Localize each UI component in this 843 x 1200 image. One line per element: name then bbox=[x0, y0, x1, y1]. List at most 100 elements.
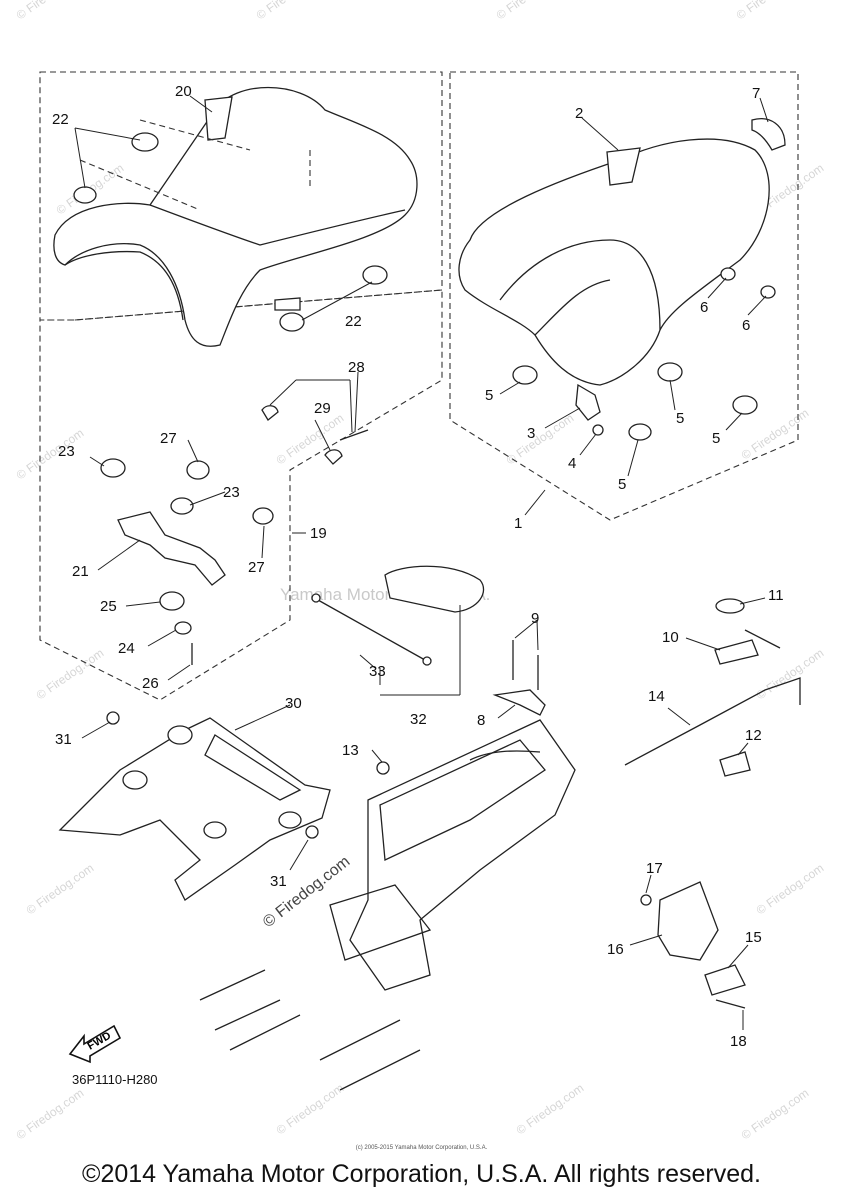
bolt bbox=[715, 999, 746, 1009]
seat-damper bbox=[657, 362, 683, 382]
seat-damper bbox=[628, 423, 652, 441]
seat-damper bbox=[732, 395, 758, 415]
lock-cable-end bbox=[744, 629, 781, 649]
seat-bracket bbox=[117, 511, 226, 586]
callout-6: 6 bbox=[742, 317, 750, 334]
watermark-tile: © Firedog.com bbox=[494, 0, 567, 22]
screw bbox=[305, 825, 319, 839]
watermark-tile: © Firedog.com bbox=[34, 646, 107, 703]
damper bbox=[159, 591, 185, 611]
seat-damper bbox=[73, 186, 97, 204]
watermark-tile: © Firedog.com bbox=[24, 861, 97, 918]
seat-lock-bracket bbox=[492, 689, 546, 716]
nut bbox=[720, 267, 736, 281]
seat-bracket-assembly bbox=[100, 297, 369, 665]
passenger-small-parts bbox=[512, 267, 776, 441]
collar bbox=[174, 621, 192, 635]
callout-11: 11 bbox=[768, 587, 784, 604]
passenger-seat-boundary bbox=[449, 71, 799, 521]
callout-16: 16 bbox=[607, 941, 624, 958]
seat-damper bbox=[362, 265, 388, 285]
callout-6: 6 bbox=[700, 299, 708, 316]
screw bbox=[106, 711, 120, 725]
grab-strap bbox=[751, 118, 786, 151]
callout-labels: 20 22 22 2 7 6 6 5 5 5 5 3 4 1 28 29 27 … bbox=[52, 83, 784, 1050]
cap bbox=[715, 598, 745, 614]
callout-10: 10 bbox=[662, 629, 679, 646]
seat-damper-group bbox=[73, 132, 388, 332]
callout-23: 23 bbox=[223, 484, 240, 501]
seat-cover-panel bbox=[58, 711, 331, 901]
watermark-tile: © Firedog.com bbox=[274, 1081, 347, 1138]
seat-lock bbox=[714, 639, 759, 665]
seat-lock-parts bbox=[311, 565, 801, 777]
callout-20: 20 bbox=[175, 83, 192, 100]
callout-3: 3 bbox=[527, 425, 535, 442]
collar-bolt bbox=[324, 449, 343, 465]
watermark-tile: © Firedog.com bbox=[14, 0, 87, 22]
callout-5: 5 bbox=[485, 387, 493, 404]
seat-label-tag bbox=[606, 147, 641, 186]
callout-14: 14 bbox=[648, 688, 665, 705]
collar bbox=[170, 497, 194, 515]
seat-lock-wire bbox=[317, 599, 426, 661]
callout-27: 27 bbox=[248, 559, 265, 576]
callout-1: 1 bbox=[514, 515, 522, 532]
seat-damper bbox=[131, 132, 159, 152]
small-copyright: (c) 2005-2015 Yamaha Motor Corporation, … bbox=[355, 1145, 488, 1151]
watermark-firedog: © Firedog.com bbox=[260, 853, 353, 931]
callout-31: 31 bbox=[270, 873, 287, 890]
grommet bbox=[186, 460, 210, 480]
passenger-seat bbox=[458, 118, 786, 386]
watermark-tile: © Firedog.com bbox=[754, 861, 827, 918]
callout-12: 12 bbox=[745, 727, 762, 744]
hook bbox=[704, 964, 746, 996]
callout-5: 5 bbox=[618, 476, 626, 493]
watermark-tile: © Firedog.com bbox=[14, 426, 87, 483]
callout-27: 27 bbox=[160, 430, 177, 447]
callout-33: 33 bbox=[369, 663, 386, 680]
callout-22: 22 bbox=[52, 111, 69, 128]
callout-9: 9 bbox=[531, 610, 539, 627]
callout-2: 2 bbox=[575, 105, 583, 122]
callout-26: 26 bbox=[142, 675, 159, 692]
watermark-tile: © Firedog.com bbox=[504, 411, 577, 468]
grommet bbox=[252, 507, 274, 525]
cable-holder bbox=[719, 751, 751, 777]
diagram-code: 36P1110-H280 bbox=[72, 1072, 158, 1087]
collar-bolt bbox=[261, 405, 279, 421]
seat-lock-guide bbox=[384, 565, 485, 613]
callout-17: 17 bbox=[646, 860, 663, 877]
copyright-notice: ©2014 Yamaha Motor Corporation, U.S.A. A… bbox=[82, 1160, 761, 1188]
callout-8: 8 bbox=[477, 712, 485, 729]
nut bbox=[760, 285, 776, 299]
watermark-tile: © Firedog.com bbox=[754, 646, 827, 703]
side-cover-parts bbox=[640, 881, 746, 1009]
callout-13: 13 bbox=[342, 742, 359, 759]
callout-29: 29 bbox=[314, 400, 331, 417]
stopper-bracket bbox=[575, 383, 601, 421]
callout-24: 24 bbox=[118, 640, 135, 657]
callout-25: 25 bbox=[100, 598, 117, 615]
watermark-tile: © Firedog.com bbox=[14, 1086, 87, 1143]
forward-arrow-icon: FWD bbox=[68, 1020, 126, 1069]
seat-damper bbox=[279, 312, 305, 332]
washer bbox=[592, 424, 604, 436]
callout-5: 5 bbox=[712, 430, 720, 447]
nut bbox=[640, 894, 652, 906]
callout-18: 18 bbox=[730, 1033, 747, 1050]
seat-label-tag bbox=[204, 96, 233, 141]
callout-32: 32 bbox=[410, 711, 427, 728]
watermark-tile: © Firedog.com bbox=[739, 406, 812, 463]
collar bbox=[100, 458, 126, 478]
callout-31: 31 bbox=[55, 731, 72, 748]
callout-30: 30 bbox=[285, 695, 302, 712]
leader-lines bbox=[74, 95, 769, 1030]
seat-bracket-boundary bbox=[39, 289, 443, 701]
watermark-tile: © Firedog.com bbox=[254, 0, 327, 22]
callout-4: 4 bbox=[568, 455, 576, 472]
callout-21: 21 bbox=[72, 563, 89, 580]
callout-15: 15 bbox=[745, 929, 762, 946]
